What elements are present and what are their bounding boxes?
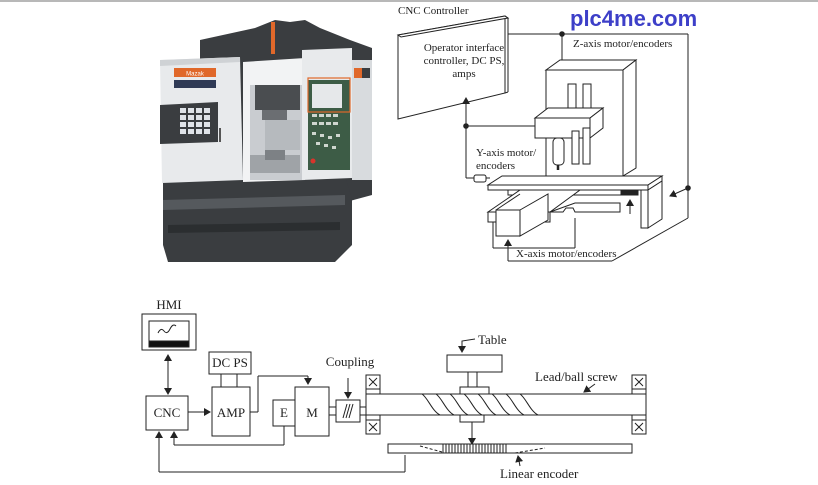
screw-threads <box>421 393 539 416</box>
top-border <box>0 0 818 2</box>
encoder-label: E <box>280 405 288 420</box>
hmi-waveform-icon <box>157 324 177 334</box>
z-axis-label: Z-axis motor/encoders <box>573 38 672 50</box>
dcps-label: DC PS <box>212 355 248 370</box>
brand-badge <box>174 68 216 77</box>
motor-box <box>294 386 330 437</box>
table-label: Table <box>478 332 507 347</box>
controller-text-line-1: Operator interface <box>424 42 504 54</box>
controller-text-line-2: controller, DC PS, <box>424 55 505 67</box>
watermark: plc4me.com <box>570 6 697 31</box>
encoder-ticks <box>442 444 507 453</box>
control-screen <box>312 84 342 108</box>
screw-label: Lead/ball screw <box>535 369 618 384</box>
brand-badge-text: Mazak <box>186 72 205 78</box>
bottom-block-diagram <box>141 313 647 473</box>
coupling-label: Coupling <box>326 354 375 369</box>
linear-encoder-label: Linear encoder <box>500 466 579 481</box>
cnc-machine-photo: Mazak <box>160 20 372 262</box>
motor-label: M <box>306 405 318 420</box>
table-block <box>446 354 503 373</box>
linear-encoder-scale <box>387 443 633 454</box>
top-schematic <box>396 15 691 262</box>
hmi-label: HMI <box>156 297 181 312</box>
x-axis-label: X-axis motor/encoders <box>516 248 617 260</box>
cnc-box <box>145 395 189 431</box>
y-axis-motor <box>473 174 487 183</box>
cnc-controller-label: CNC Controller <box>398 5 469 17</box>
dcps-box <box>208 351 252 375</box>
amp-box <box>211 386 251 437</box>
controller-text-line-3: amps <box>452 68 475 80</box>
amp-label: AMP <box>217 405 245 420</box>
ball-nut <box>459 386 490 395</box>
y-axis-label-line-1: Y-axis motor/ <box>476 147 537 159</box>
orange-stripe <box>271 22 275 54</box>
window-grid <box>180 108 210 134</box>
y-axis-label-line-2: encoders <box>476 160 515 172</box>
cnc-label: CNC <box>154 405 181 420</box>
